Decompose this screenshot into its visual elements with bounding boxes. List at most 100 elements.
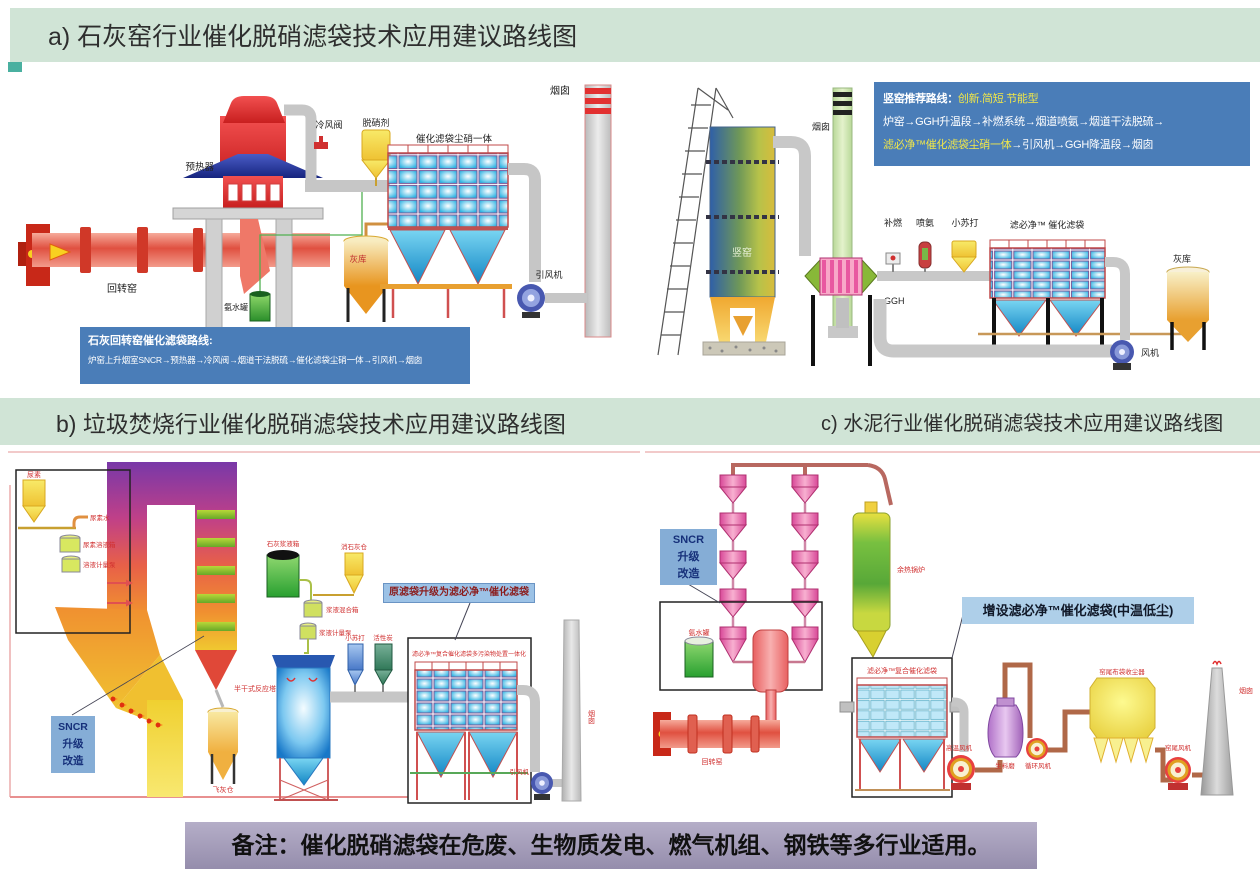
route-box-lime-line1: 石灰回转窑催化滤袋路线: (88, 335, 213, 347)
route-box-lime-line2: 炉窑上升烟室SNCR→预热器→冷风阀→烟道干法脱硫→催化滤袋尘硝一体→引风机→烟… (88, 355, 423, 365)
route-box-shaft-line3-tail: →引风机→GGH降温段→烟囱 (1011, 139, 1154, 151)
sncr-b-line2: 升级 (62, 738, 84, 750)
ash-silo-b (1166, 266, 1210, 350)
cold-air-valve-label: 冷风阀 (315, 119, 342, 130)
ammonia-tank-c (684, 636, 714, 678)
footer-note: 备注：催化脱硝滤袋在危废、生物质发电、燃气机组、钢铁等多行业适用。 (185, 822, 1037, 869)
add-filter-callout: 增设滤必净™催化滤袋(中温低尘) (962, 597, 1194, 624)
route-box-shaft-line3: 滤必净™催化滤袋尘硝一体→引风机→GGH降温段→烟囱 (883, 134, 1241, 157)
activated-carbon-label: 活性炭 (373, 633, 393, 642)
duct-tower-ggh (773, 136, 811, 256)
upgrade-pointer (454, 602, 471, 641)
denitration-agent-label: 脱硝剂 (362, 117, 389, 128)
filter-unit-c-label: 滤必净™复合催化滤袋多污染物处置一体化 (412, 650, 526, 658)
grate-flames (110, 696, 163, 728)
id-fan-a-label: 引风机 (535, 269, 562, 280)
preheater (172, 96, 324, 330)
sncr-pointer-c (687, 583, 721, 604)
raw-mill (987, 697, 1024, 758)
sncr-upgrade-box-cement: SNCR 升级 改造 (660, 529, 717, 585)
chimney-c-label: 烟囱 (588, 709, 596, 725)
diagram-lime-kiln: 烟囱 回转窑 预热器 (18, 84, 612, 338)
slurry-pump (299, 622, 317, 654)
filter-unit-b-label: 滤必净™ 催化滤袋 (1010, 219, 1085, 230)
injection-arrows (107, 579, 133, 607)
sncr-c-line2: 升级 (677, 551, 700, 563)
sncr-c-line3: 改造 (677, 568, 700, 580)
chimney-b-label: 烟囱 (812, 121, 830, 132)
metering-pump-label: 溶液计量泵 (83, 560, 116, 569)
sncr-zone-rect-c (659, 601, 823, 691)
id-fan-c-label: 引风机 (510, 767, 530, 776)
slurry-mixer (299, 579, 323, 618)
raw-mill-label: 生料磨 (995, 761, 1015, 770)
lime-slurry-tank (266, 550, 300, 598)
ht-fan-label: 高温风机 (946, 743, 973, 752)
ggh-unit (804, 257, 878, 366)
solution-tank (59, 534, 81, 553)
baking-soda-label-b: 小苏打 (951, 217, 978, 228)
bag-collector-label: 窑尾布袋收尘器 (1099, 667, 1145, 676)
waste-heat-boiler (852, 501, 891, 659)
sncr-c-line1: SNCR (672, 534, 705, 546)
rotary-kiln-c-label: 回转窑 (702, 757, 723, 766)
section-title-a: a) 石灰窑行业催化脱硝滤袋技术应用建议路线图 (10, 8, 1260, 62)
diagram-waste-incineration: 尿素 尿素水 尿素溶液箱 溶液计量泵 石灰浆液箱 消石灰 (8, 451, 640, 804)
sncr-zone-rect (15, 469, 131, 634)
ammonia-tank-c-label: 氨水罐 (689, 628, 710, 637)
filter-unit-a-label: 催化滤袋尘硝一体 (416, 133, 493, 145)
route-box-shaft-line2: 炉窑→GGH升温段→补燃系统→烟道喷氨→烟道干法脱硫→ (883, 116, 1164, 128)
slaked-lime-silo-label: 消石灰仓 (341, 542, 368, 551)
calciner (752, 629, 789, 723)
sncr-upgrade-box-waste: SNCR 升级 改造 (51, 716, 95, 773)
denitration-agent-hopper (360, 129, 392, 186)
filter-unit-a (380, 144, 512, 318)
section-title-b: b) 垃圾焚烧行业催化脱硝滤袋技术应用建议路线图 (0, 398, 826, 445)
filter-upgrade-callout: 原滤袋升级为滤必净™催化滤袋 (383, 583, 535, 603)
section-title-c: c) 水泥行业催化脱硝滤袋技术应用建议路线图 (785, 398, 1260, 445)
route-box-shaft-line3-highlight: 滤必净™催化滤袋尘硝一体 (883, 139, 1012, 151)
fly-ash-silo (207, 689, 239, 784)
ash-silo-b-label: 灰库 (1173, 253, 1191, 264)
diagram-cement: 氨水罐 回转窑 余热锅炉 (645, 451, 1260, 798)
title-c-text: c) 水泥行业催化脱硝滤袋技术应用建议路线图 (821, 413, 1224, 435)
slurry-pump-label: 浆液计量泵 (319, 628, 352, 637)
flue-duct (877, 240, 992, 281)
separator-line-c (645, 451, 1260, 453)
bag-collector (1089, 677, 1156, 764)
filter-unit-d-label: 滤必净™复合催化滤袋 (867, 666, 937, 675)
slaked-lime-silo (313, 552, 364, 596)
route-box-shaft-line1: 竖窑推荐路线：创新.简短.节能型 (883, 88, 1241, 111)
solution-tank-label: 尿素溶液箱 (83, 540, 116, 549)
circulating-fan-label: 循环风机 (1025, 761, 1052, 770)
urea-hopper (18, 479, 88, 530)
incinerator (55, 462, 237, 797)
urea-label: 尿素 (27, 470, 41, 479)
route-box-shaft-title: 竖窑推荐路线： (883, 93, 958, 105)
waste-heat-boiler-label: 余热锅炉 (897, 565, 925, 574)
chimney-c (561, 619, 582, 802)
separator-line-b (8, 451, 640, 453)
id-fan-a (508, 163, 587, 318)
chimney-a-label: 烟囱 (550, 84, 570, 97)
semi-dry-tower (272, 655, 338, 801)
sncr-pointer-b (71, 635, 205, 716)
tail-fan-label: 窑尾风机 (1165, 743, 1192, 752)
chimney-d (1200, 660, 1234, 796)
title-a-text: a) 石灰窑行业催化脱硝滤袋技术应用建议路线图 (48, 23, 578, 51)
diagram-shaft-kiln: 烟囱 竖窑 GGH (657, 87, 1210, 370)
fan-b-label: 风机 (1141, 347, 1159, 358)
slurry-mixer-label: 浆液混合箱 (326, 605, 359, 614)
cyclone-preheater (718, 463, 893, 664)
sncr-b-line3: 改造 (62, 755, 84, 767)
ammonia-injection-label: 喷氨 (916, 217, 934, 228)
sncr-b-line1: SNCR (58, 721, 88, 733)
route-box-lime-kiln: 石灰回转窑催化滤袋路线: 炉窑上升烟室SNCR→预热器→冷风阀→烟道干法脱硫→催… (80, 327, 470, 384)
shaft-kiln-label: 竖窑 (732, 246, 752, 259)
ammonia-tank-a (249, 291, 271, 322)
filter-unit-d (839, 657, 963, 798)
route-box-shaft-highlight: 创新.简短.节能型 (957, 93, 1039, 105)
lime-slurry-tank-label: 石灰浆液箱 (267, 539, 300, 548)
ammonia-line (259, 192, 363, 292)
title-b-text: b) 垃圾焚烧行业催化脱硝滤袋技术应用建议路线图 (56, 410, 566, 437)
